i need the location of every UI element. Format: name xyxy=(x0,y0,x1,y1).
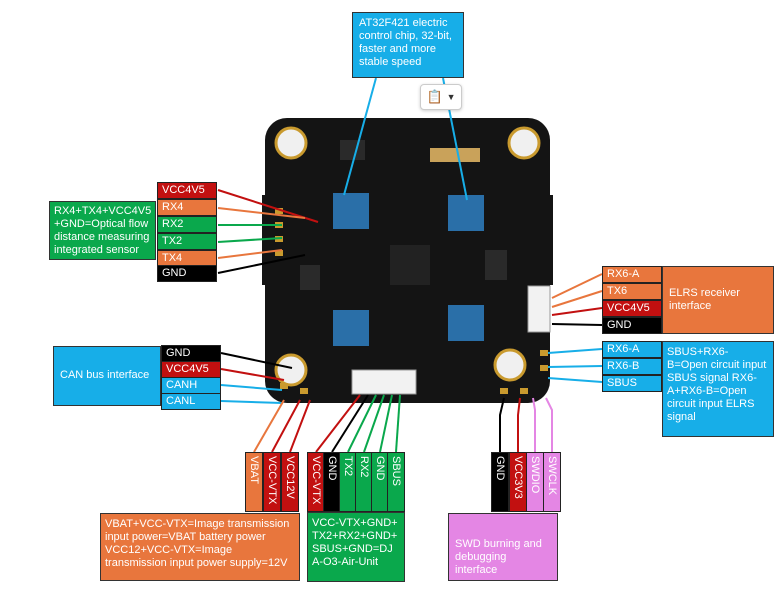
swd-note: SWD burning and debugging interface xyxy=(448,513,558,581)
pin-sbus: SBUS xyxy=(602,375,662,392)
pin-rx4: RX4 xyxy=(157,199,217,216)
vtx-connector xyxy=(351,369,417,395)
mcu-chip xyxy=(333,193,369,229)
pin-rx6-a: RX6-A xyxy=(602,266,662,283)
pin-rx6-b: RX6-B xyxy=(602,358,662,375)
pin-tx6: TX6 xyxy=(602,283,662,300)
pin-vbat: VBAT xyxy=(245,452,263,512)
mount-hole xyxy=(274,126,308,160)
sbus-note: SBUS+RX6-B=Open circuit input SBUS signa… xyxy=(662,341,774,437)
elrs-note: ELRS receiver interface xyxy=(662,266,774,334)
pin-canh: CANH xyxy=(161,377,221,394)
pin-canl: CANL xyxy=(161,393,221,410)
pin-gnd: GND xyxy=(491,452,509,512)
pin-swclk: SWCLK xyxy=(543,452,561,512)
pin-tx2: TX2 xyxy=(157,233,217,250)
pin-rx2: RX2 xyxy=(355,452,373,512)
pin-gnd: GND xyxy=(157,265,217,282)
mount-hole xyxy=(274,353,308,387)
pin-vcc-vtx: VCC-VTX xyxy=(307,452,325,512)
mcu-chip xyxy=(448,195,484,231)
pin-vcc3v3: VCC3V3 xyxy=(509,452,527,512)
vtx-note: VCC-VTX+GND+TX2+RX2+GND+SBUS+GND=DJA-O3-… xyxy=(307,512,405,582)
pin-vcc4v5: VCC4V5 xyxy=(157,182,217,199)
mount-hole xyxy=(507,126,541,160)
clipboard-button[interactable]: 📋 ▼ xyxy=(420,84,462,110)
mount-hole xyxy=(493,348,527,382)
pin-vcc12v: VCC12V xyxy=(281,452,299,512)
pin-gnd: GND xyxy=(161,345,221,362)
pin-rx2: RX2 xyxy=(157,216,217,233)
mcu-chip xyxy=(333,310,369,346)
pin-gnd: GND xyxy=(323,452,341,512)
chevron-down-icon: ▼ xyxy=(446,92,456,102)
pin-vcc4v5: VCC4V5 xyxy=(161,361,221,378)
can-note: CAN bus interface xyxy=(53,346,161,406)
mcu-chip xyxy=(448,305,484,341)
clipboard-icon: 📋 xyxy=(426,89,443,104)
pin-swdio: SWDIO xyxy=(526,452,544,512)
pin-vcc-vtx: VCC-VTX xyxy=(263,452,281,512)
power-note: VBAT+VCC-VTX=Image transmission input po… xyxy=(100,513,300,581)
chip-note: AT32F421 electric control chip, 32-bit, … xyxy=(352,12,464,78)
pin-gnd: GND xyxy=(602,317,662,334)
pin-vcc4v5: VCC4V5 xyxy=(602,300,662,317)
pin-sbus: SBUS xyxy=(387,452,405,512)
pin-rx6-a: RX6-A xyxy=(602,341,662,358)
elrs-connector xyxy=(527,285,551,333)
optical-note: RX4+TX4+VCC4V5 +GND=Optical flow distanc… xyxy=(49,201,156,260)
